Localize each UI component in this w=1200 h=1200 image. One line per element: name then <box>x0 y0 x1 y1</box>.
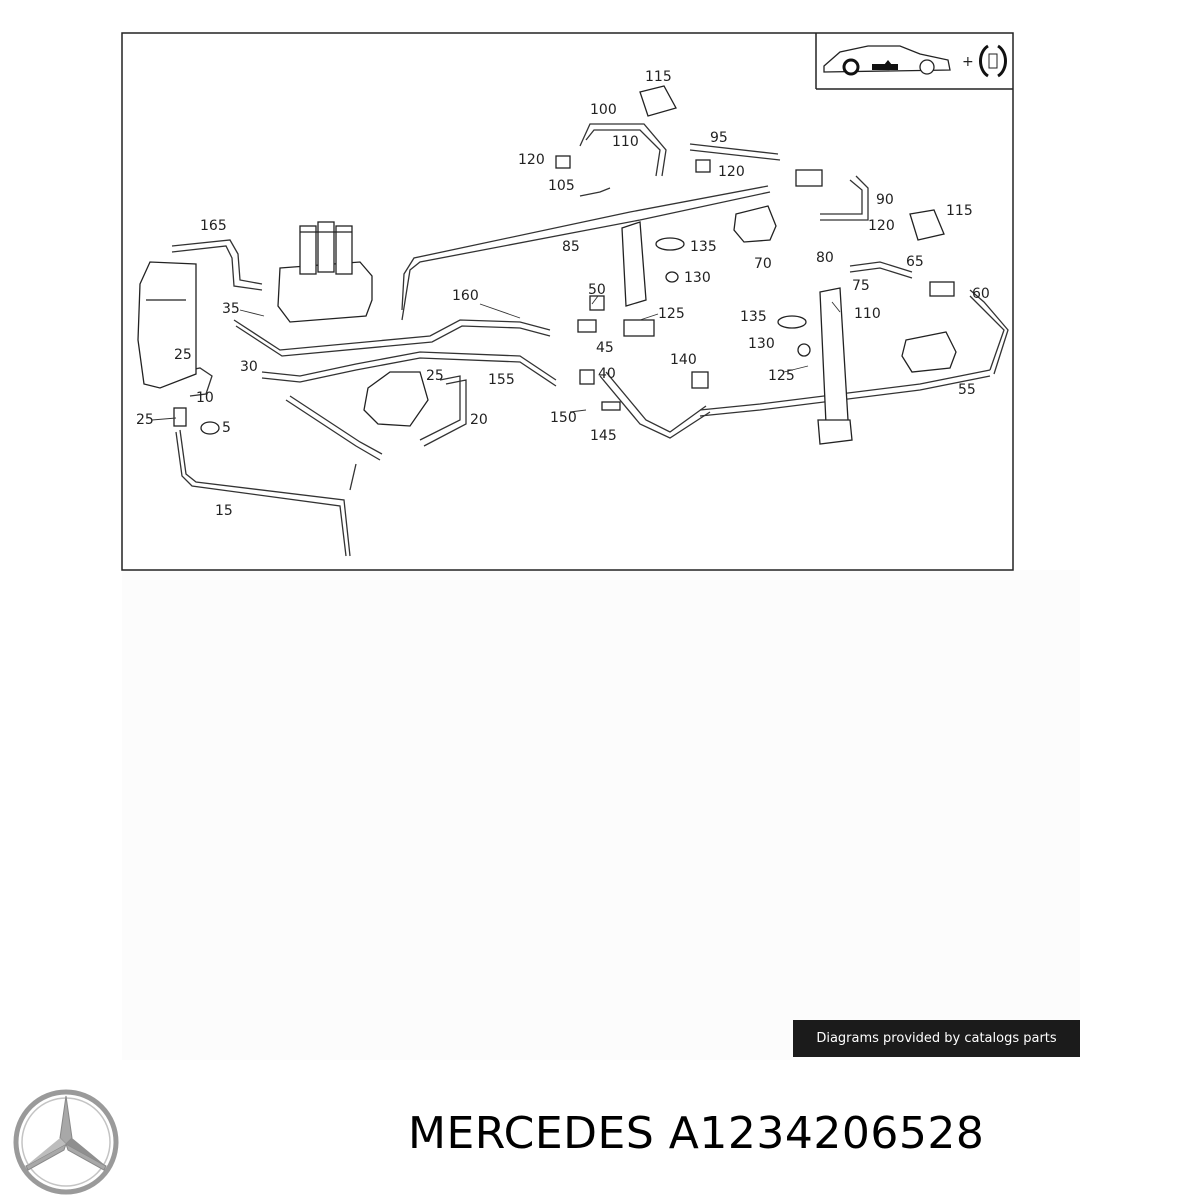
callout: 60 <box>972 286 990 302</box>
mercedes-star-icon <box>13 1089 119 1195</box>
callout: 110 <box>854 306 881 322</box>
valve-block <box>277 261 373 323</box>
leader-lines <box>151 295 841 421</box>
callout: 90 <box>876 192 894 208</box>
callout: 35 <box>222 301 240 317</box>
callout: 150 <box>550 410 577 426</box>
accumulator-front <box>733 205 777 243</box>
credit-text: Diagrams provided by catalogs parts <box>816 1031 1057 1046</box>
callout: 10 <box>196 390 214 406</box>
callout: 95 <box>710 130 728 146</box>
callout: 145 <box>590 428 617 444</box>
boot-rear <box>909 209 945 241</box>
brake-lines <box>171 123 1009 557</box>
callout: 45 <box>596 340 614 356</box>
callout: 120 <box>718 164 745 180</box>
callout: 25 <box>174 347 192 363</box>
callout: 25 <box>136 412 154 428</box>
boot-front <box>639 85 677 117</box>
callout: 65 <box>906 254 924 270</box>
part-title: MERCEDES A1234206528 <box>408 1108 984 1159</box>
brand-name: MERCEDES <box>408 1108 655 1159</box>
callout: 40 <box>598 366 616 382</box>
callout: 125 <box>768 368 795 384</box>
clip-part-icon <box>979 44 1007 78</box>
callout: 130 <box>748 336 775 352</box>
callout: 5 <box>222 420 231 436</box>
vehicle-inset: + <box>815 33 1013 90</box>
callout: 100 <box>590 102 617 118</box>
callout: 85 <box>562 239 580 255</box>
components <box>137 85 957 445</box>
callout: 25 <box>426 368 444 384</box>
accumulator-rear <box>901 331 957 373</box>
callout: 20 <box>470 412 488 428</box>
callout: 120 <box>868 218 895 234</box>
callout: 75 <box>852 278 870 294</box>
callout: 105 <box>548 178 575 194</box>
part-number: A1234206528 <box>668 1108 985 1159</box>
callout: 80 <box>816 250 834 266</box>
car-silhouette-icon <box>823 45 951 76</box>
callout: 110 <box>612 134 639 150</box>
front-strut <box>621 221 647 307</box>
callout: 135 <box>690 239 717 255</box>
diagram-lower-background <box>122 570 1080 1060</box>
inset-plus: + <box>962 54 974 70</box>
diagram-frame <box>121 32 1014 571</box>
callout: 165 <box>200 218 227 234</box>
callout: 130 <box>684 270 711 286</box>
callout: 70 <box>754 256 772 272</box>
callout: 160 <box>452 288 479 304</box>
callout: 120 <box>518 152 545 168</box>
callout: 115 <box>946 203 973 219</box>
callout: 155 <box>488 372 515 388</box>
callout: 50 <box>588 282 606 298</box>
diagram-credit-badge: Diagrams provided by catalogs parts <box>793 1020 1080 1057</box>
callout: 125 <box>658 306 685 322</box>
callout: 135 <box>740 309 767 325</box>
parts-diagram: + <box>121 32 1014 571</box>
callout-labels: 115 100 110 95 120 120 105 90 165 85 135… <box>136 69 990 519</box>
fluid-reservoir <box>137 261 197 389</box>
callout: 140 <box>670 352 697 368</box>
callout: 15 <box>215 503 233 519</box>
pump <box>363 371 429 427</box>
clamp-ring <box>655 237 685 251</box>
callout: 115 <box>645 69 672 85</box>
callout: 55 <box>958 382 976 398</box>
callout: 30 <box>240 359 258 375</box>
